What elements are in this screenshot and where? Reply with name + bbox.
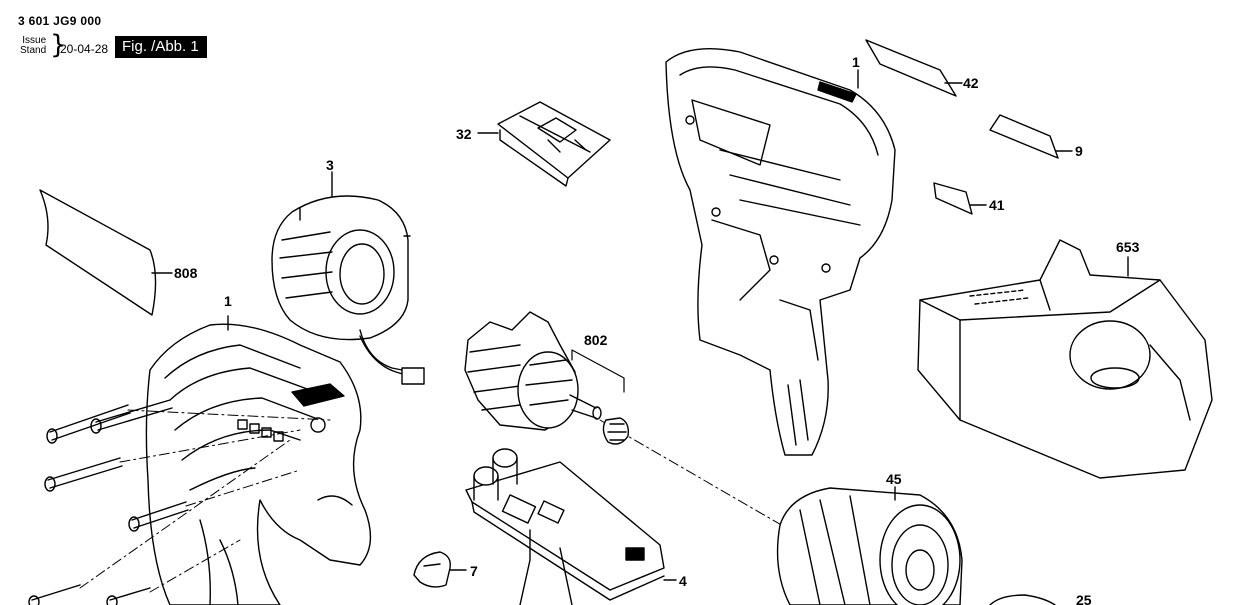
callout-housing-right: 1	[852, 54, 860, 70]
callout-25: 25	[1076, 592, 1092, 605]
callout-802: 802	[584, 332, 608, 348]
screw-group	[28, 399, 189, 605]
part-cover-32	[477, 101, 611, 187]
callout-7: 7	[470, 563, 478, 579]
brace-glyph: }	[50, 30, 67, 60]
part-label-41	[933, 182, 987, 215]
callout-9: 9	[1075, 143, 1083, 159]
callout-45: 45	[886, 471, 902, 487]
issue-date: 20-04-28	[60, 42, 109, 56]
part-label-9	[989, 114, 1073, 159]
part-label-42	[865, 39, 963, 97]
part-nameplate-808	[39, 189, 173, 316]
issue-stand-label: Issue Stand	[20, 36, 46, 56]
part-clip-7	[413, 551, 467, 588]
document-number: 3 601 JG9 000	[18, 14, 102, 28]
part-gearbox-45	[776, 486, 963, 605]
callout-808: 808	[174, 265, 198, 281]
callout-32: 32	[456, 126, 472, 142]
callout-labels: 1 42 9 41 32 3 808 1 802 653 45 7 4 25	[174, 54, 1140, 605]
callout-3: 3	[326, 157, 334, 173]
callout-4: 4	[679, 573, 687, 589]
callout-41: 41	[989, 197, 1005, 213]
part-circuit-board-4	[465, 448, 677, 605]
part-stator-3	[271, 171, 425, 385]
part-chuck-25	[989, 594, 1056, 605]
figure-label: Fig. /Abb. 1	[115, 36, 207, 58]
issue-label-line1: Issue	[22, 35, 47, 46]
part-charger-653	[917, 239, 1213, 479]
part-housing-left-1	[28, 315, 791, 605]
issue-label-line2: Stand	[20, 45, 47, 56]
part-armature-802	[464, 311, 630, 445]
callout-housing-left: 1	[224, 293, 232, 309]
callout-653: 653	[1116, 239, 1140, 255]
part-housing-right-1	[665, 47, 896, 456]
assembly-guides	[79, 409, 791, 593]
callout-42: 42	[963, 75, 979, 91]
